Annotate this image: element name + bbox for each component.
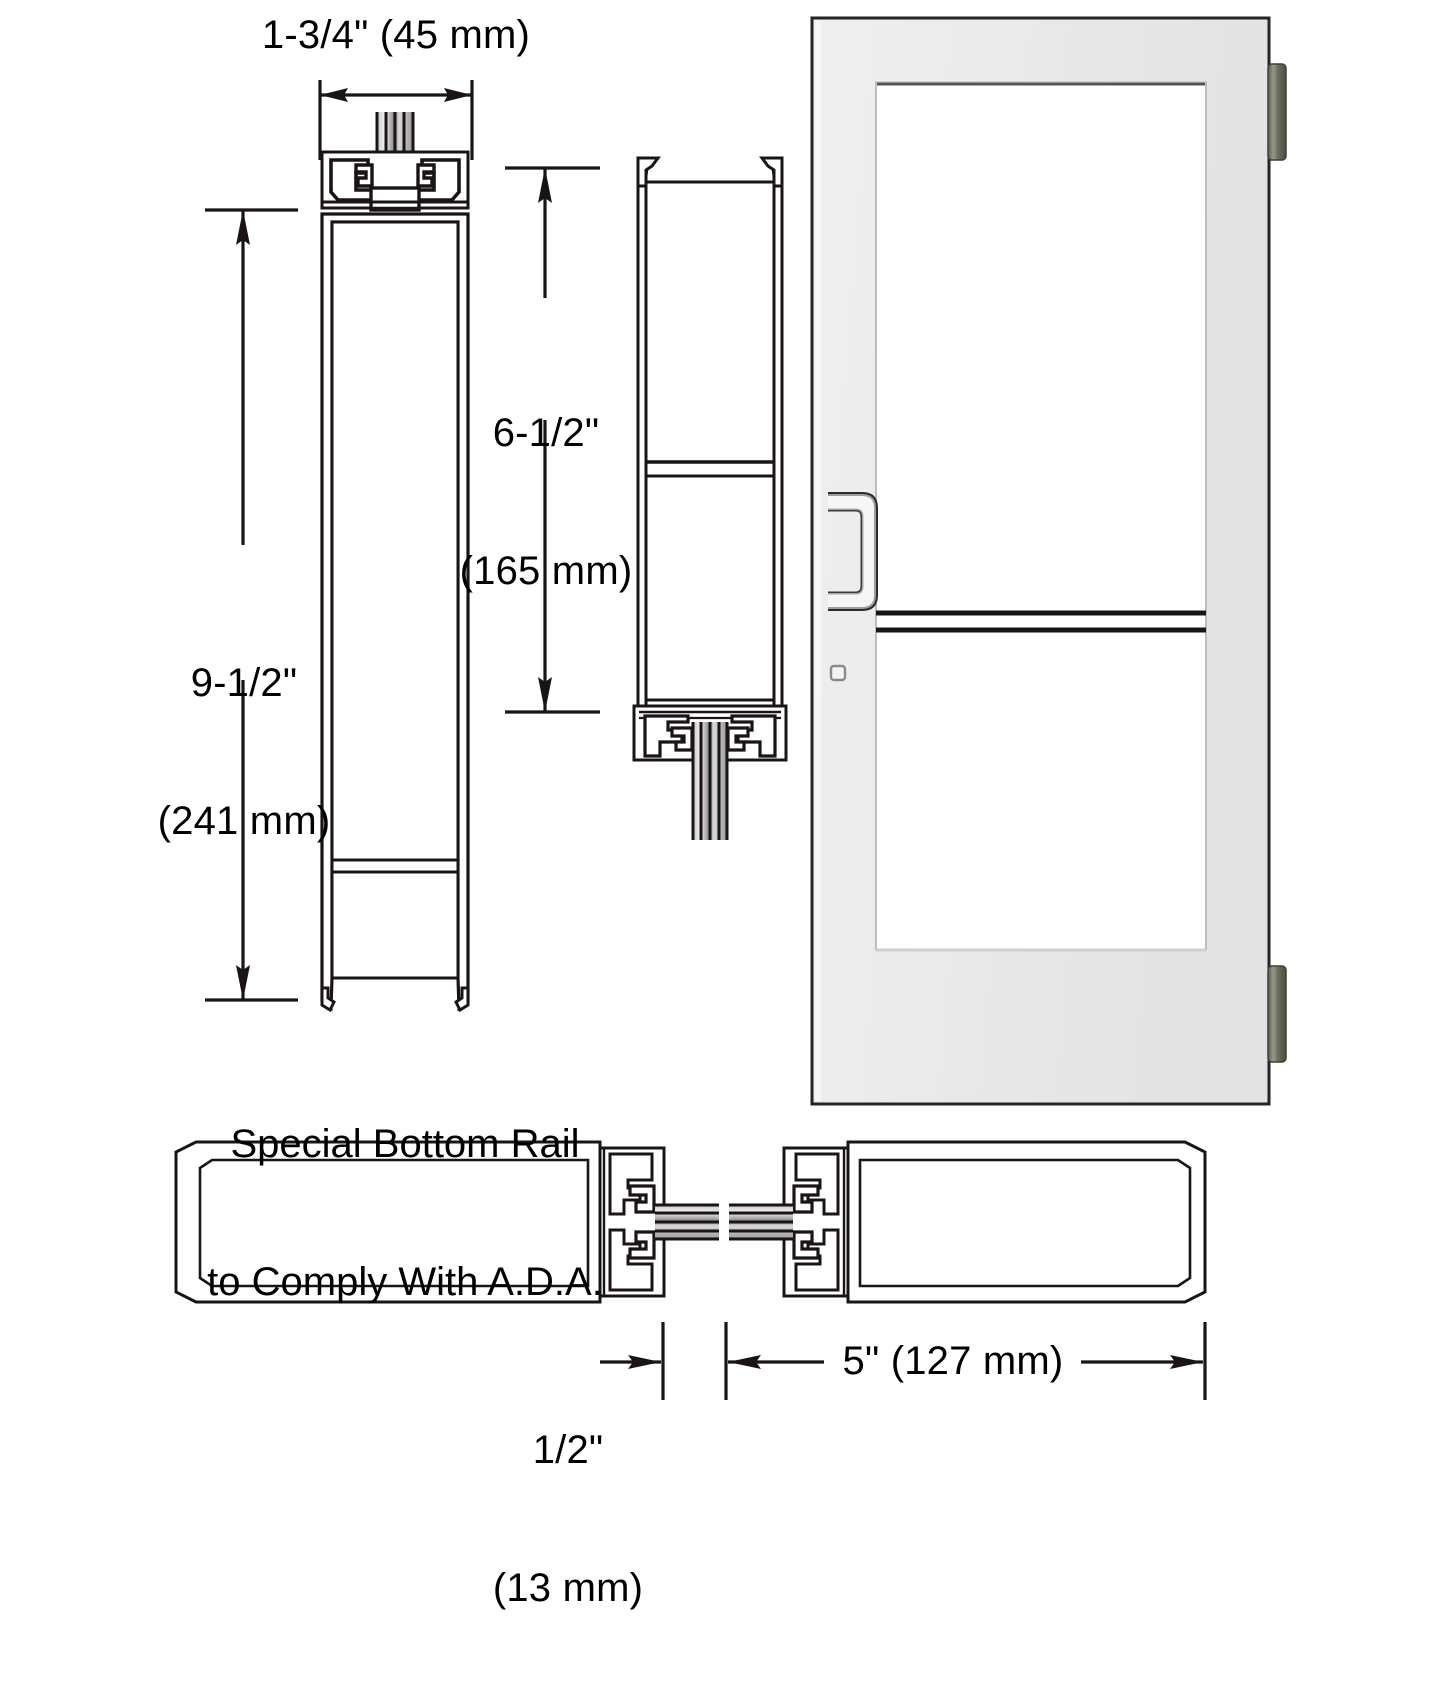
bottom-rail-ada-note: Special Bottom Rail to Comply With A.D.A… bbox=[160, 1029, 650, 1397]
dim-top-rail-metric: (165 mm) bbox=[459, 549, 633, 593]
door-elevation-view bbox=[810, 16, 1287, 1106]
dim-width-stile-label: 1-3/4" (45 mm) bbox=[261, 13, 531, 57]
dim-top-rail-label: 6-1/2" (165 mm) bbox=[440, 318, 652, 686]
door-glass-light bbox=[875, 81, 1207, 952]
dim-gap-label: 1/2" (13 mm) bbox=[468, 1335, 668, 1703]
dim-bottom-rail-inches: 9-1/2" bbox=[190, 661, 298, 705]
drawing-sheet: 1-3/4" (45 mm) 6-1/2" (165 mm) 9-1/2" (2… bbox=[138, 13, 1287, 1610]
dim-stile-width-arrowheads bbox=[728, 1355, 1203, 1369]
door-hinge-bottom bbox=[1267, 965, 1287, 1063]
dim-bottom-rail-arrowheads bbox=[236, 210, 250, 1000]
dim-top-rail-arrowheads bbox=[538, 168, 552, 712]
dim-width-stile-arrowheads bbox=[320, 88, 472, 102]
dim-bottom-rail-metric: (241 mm) bbox=[157, 799, 331, 843]
dim-gap-arrowhead bbox=[628, 1355, 661, 1369]
door-hinge-top bbox=[1267, 63, 1287, 161]
dim-bottom-rail-leader bbox=[205, 208, 298, 1002]
dim-gap-metric: (13 mm) bbox=[492, 1566, 644, 1610]
dim-stile-width-label: 5" (127 mm) bbox=[842, 1339, 1064, 1383]
dim-width-stile-leader bbox=[318, 80, 474, 160]
dim-gap-inches: 1/2" bbox=[532, 1428, 604, 1472]
door-pull-handle bbox=[828, 492, 878, 611]
door-lock-cylinder bbox=[829, 664, 847, 682]
top-rail-section-geometry bbox=[632, 156, 788, 840]
bottom-rail-section-geometry bbox=[320, 112, 470, 1013]
dim-bottom-rail-label: 9-1/2" (241 mm) bbox=[138, 568, 350, 936]
dim-top-rail-inches: 6-1/2" bbox=[492, 411, 600, 455]
stile-section-right-geometry bbox=[729, 1140, 1207, 1304]
stile-section-left-geometry bbox=[174, 1140, 719, 1304]
technical-linework bbox=[174, 80, 1207, 1400]
ada-note-line-2: to Comply With A.D.A. bbox=[207, 1260, 603, 1304]
ada-note-line-1: Special Bottom Rail bbox=[230, 1122, 580, 1166]
